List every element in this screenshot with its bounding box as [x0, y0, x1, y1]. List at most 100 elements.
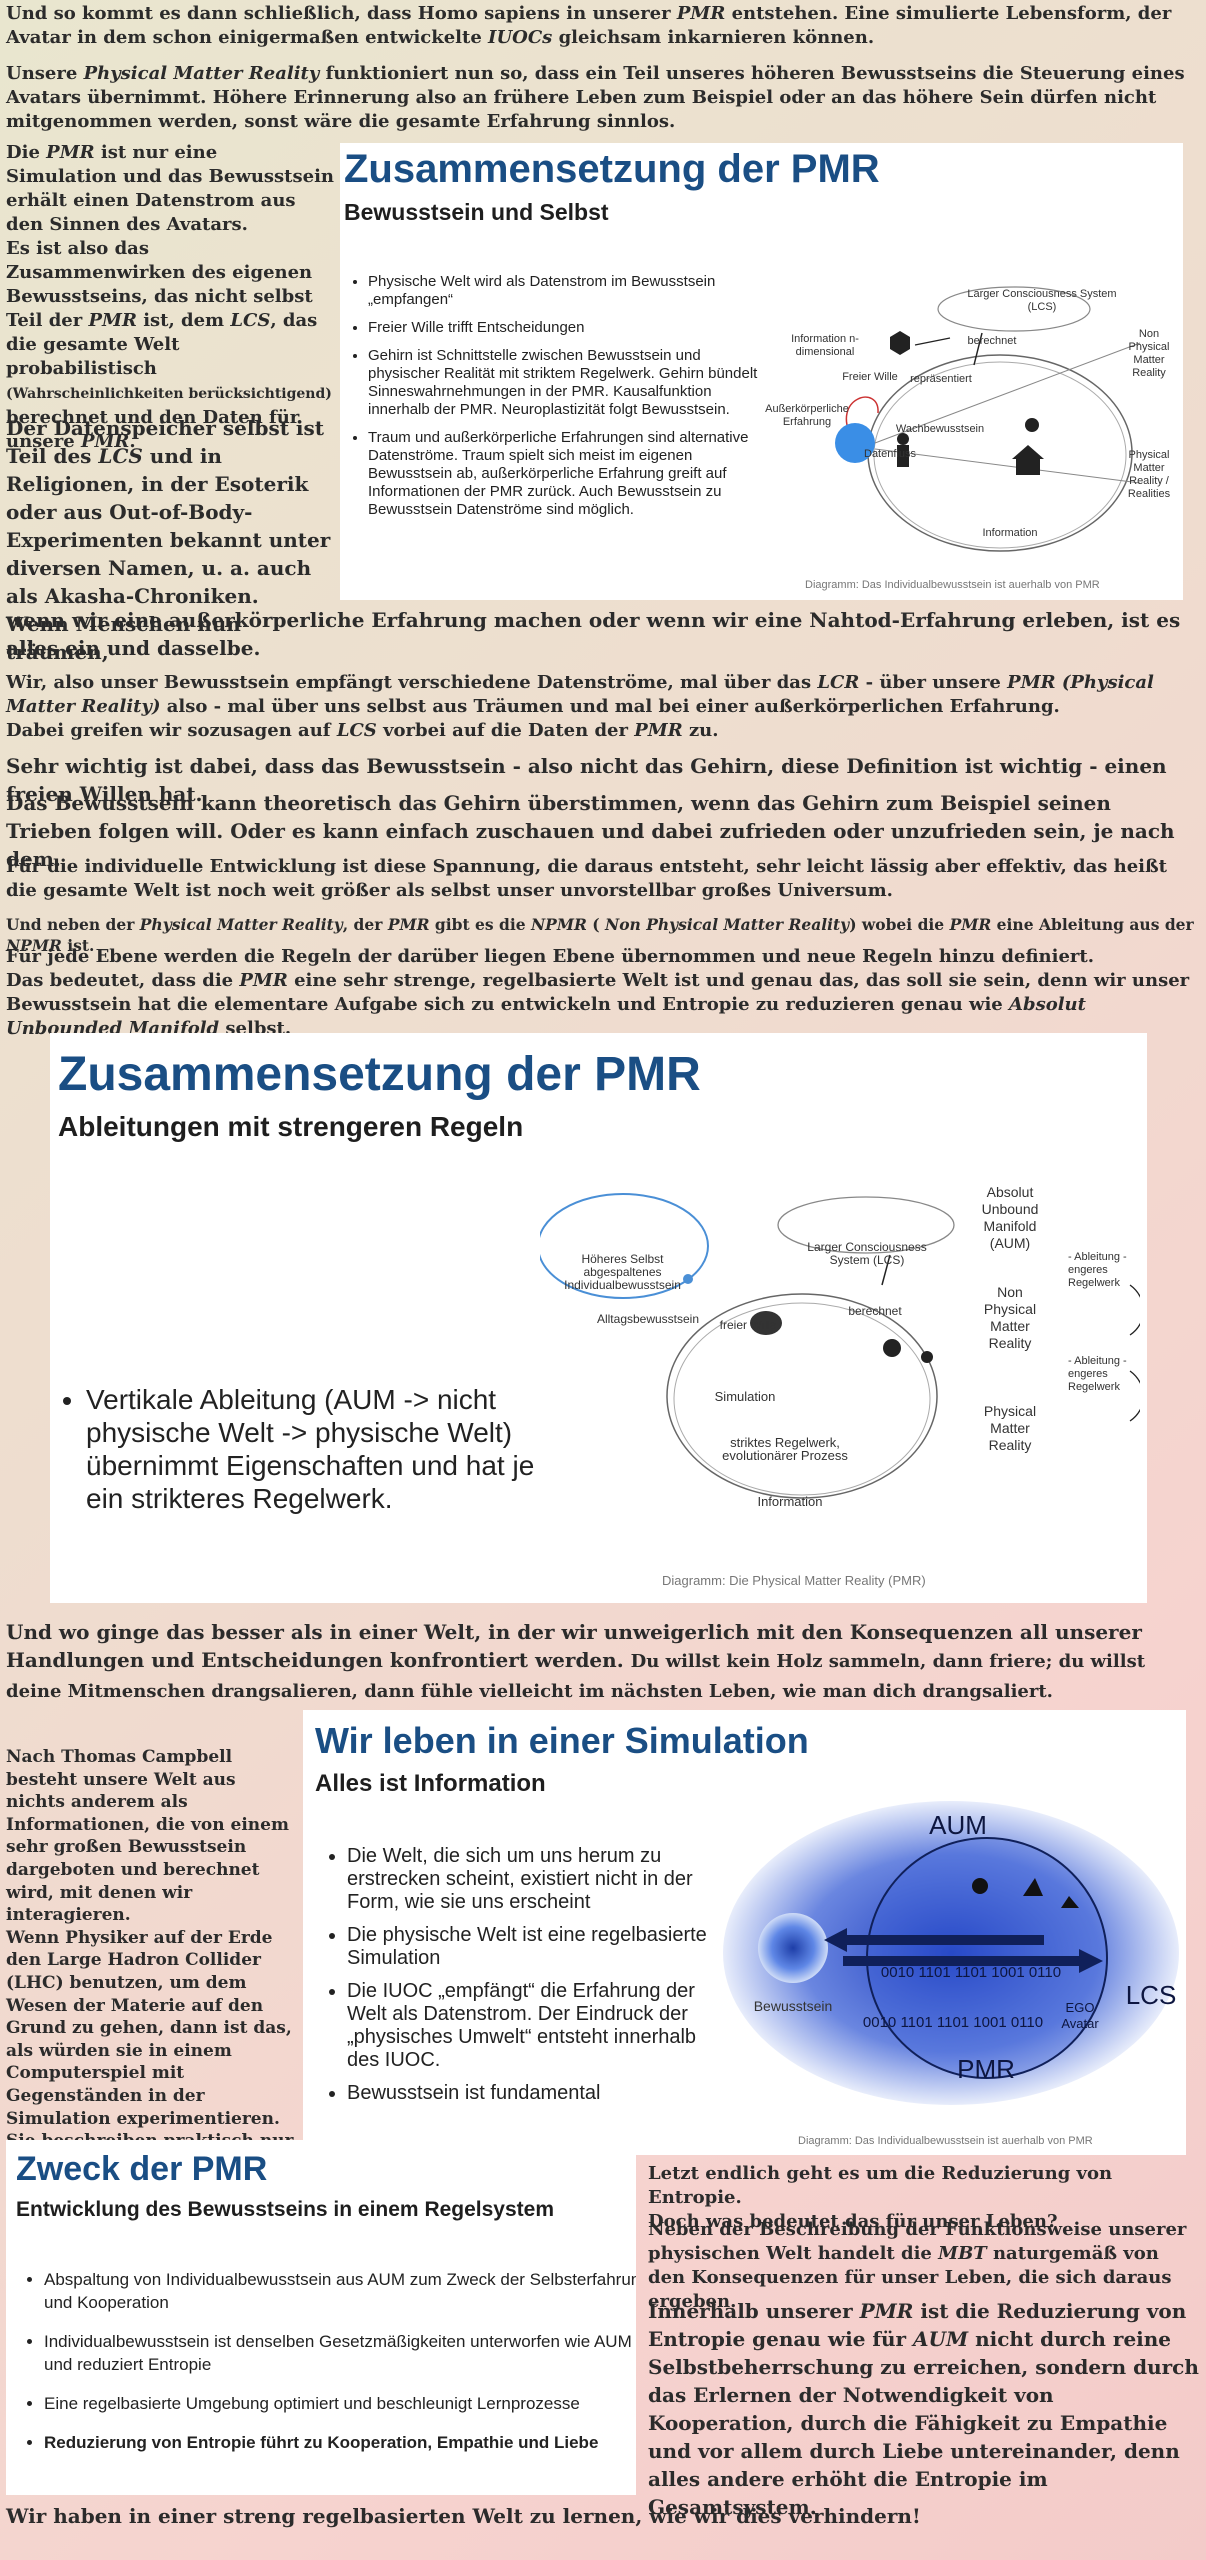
slide-title: Zweck der PMR	[16, 2150, 268, 2188]
lcs-label: Larger Consciousness System (LCS)	[807, 1240, 927, 1267]
paragraph: Wir, also unser Bewusstsein empfängt ver…	[6, 672, 1154, 741]
slide-title: Zusammensetzung der PMR	[58, 1048, 701, 1101]
tree-icon	[1061, 1896, 1079, 1908]
paragraph: Der Datenspeicher selbst ist Teil des LC…	[6, 416, 331, 664]
slide-bullet-list: Die Welt, die sich um uns herum zu erstr…	[329, 1845, 717, 2115]
lcs-label: Larger Consciousness System (LCS)	[967, 288, 1117, 313]
npmr-label: Non Physical Matter Reality	[983, 1284, 1037, 1351]
striktes-regelwerk-label: striktes Regelwerk, evolutionärer Prozes…	[722, 1435, 848, 1463]
slide-bullet: Individualbewusstsein ist denselben Gese…	[44, 2330, 636, 2376]
slide-bullet: Gehirn ist Schnittstelle zwischen Bewuss…	[368, 347, 768, 419]
aum-label: Absolut Unbound Manifold (AUM)	[981, 1184, 1039, 1251]
diagram-caption: Diagramm: Das Individualbewusstsein ist …	[798, 2135, 1093, 2147]
slide-bullet: Bewusstsein ist fundamental	[347, 2082, 717, 2105]
bewusstsein-circle	[835, 423, 875, 463]
pmr-circle-inner	[873, 361, 1127, 549]
sun-icon	[1025, 418, 1039, 432]
paragraph: wenn wir eine außerkörperliche Erfahrung…	[6, 608, 1181, 660]
berechnet-arrow	[881, 1254, 891, 1286]
slide-bullet: Abspaltung von Individualbewusstsein aus…	[44, 2268, 636, 2314]
freier-wille-label: freier Wille	[719, 1318, 777, 1332]
bewusstsein-circle	[758, 1913, 828, 1983]
slide-bullet: Die Welt, die sich um uns herum zu erstr…	[347, 1845, 717, 1914]
simulation-label: Simulation	[714, 1389, 776, 1404]
ableitung-arrow	[1129, 1284, 1140, 1336]
bits-label: 0010 1101 1101 1001 0110	[880, 1964, 1062, 1981]
paragraph: Für die individuelle Entwicklung ist die…	[6, 856, 1167, 901]
hoeheres-selbst-ellipse	[540, 1193, 709, 1299]
repraesentiert-label: repräsentiert	[910, 373, 972, 385]
aum-label: AUM	[929, 1810, 987, 1840]
pmr-label: Physical Matter Reality / Realities	[1127, 449, 1171, 500]
planet-icon	[921, 1351, 933, 1363]
avatar-head-icon	[897, 433, 909, 445]
pmr-label: Physical Matter Reality	[983, 1403, 1037, 1453]
slide-subtitle: Bewusstsein und Selbst	[344, 199, 609, 225]
paragraph: Nach Thomas Campbell besteht unsere Welt…	[6, 1747, 294, 2174]
slide-bullet: Vertikale Ableitung (AUM -> nicht physis…	[86, 1383, 566, 1515]
house-icon	[1012, 445, 1044, 459]
hoeheres-selbst-label: Höheres Selbst abgespaltenes Individualb…	[564, 1252, 681, 1292]
slide-bullet: Freier Wille trifft Entscheidungen	[368, 319, 768, 337]
paragraph: Das Bewusstsein kann theoretisch das Geh…	[6, 791, 1175, 871]
consciousness-diagram	[835, 286, 1141, 552]
aum-ellipse	[723, 1801, 1179, 2105]
berechnet-arrow	[973, 332, 983, 366]
line-arrow	[874, 448, 1141, 484]
pmr-derivation-diagram	[540, 1193, 1140, 1499]
slide-bullet: Physische Welt wird als Datenstrom im Be…	[368, 273, 768, 309]
ausser-label: Außerkörperliche Erfahrung	[765, 403, 849, 428]
pmr-circle-inner	[673, 1302, 931, 1496]
slide-bullet-list: Physische Welt wird als Datenstrom im Be…	[350, 273, 768, 529]
house-body-icon	[1016, 459, 1040, 475]
datenstrom-arrow-bar	[844, 1935, 1044, 1945]
avatar-icon	[897, 445, 909, 467]
lcs-label: LCS	[1125, 1980, 1177, 2010]
slide-title: Zusammensetzung der PMR	[344, 147, 880, 191]
simulation-diagram	[723, 1801, 1179, 2105]
paragraph: Und wo ginge das besser als in einer Wel…	[6, 1620, 1146, 1702]
sun-icon	[972, 1878, 988, 1894]
pmr-circle-outer	[666, 1293, 938, 1499]
line-arrow	[914, 337, 951, 346]
datenstrom-arrow-bar	[843, 1956, 1083, 1966]
slide-bullet: Die physische Welt ist eine regelbasiert…	[347, 1924, 717, 1970]
alltag-label: Alltagsbewusstsein	[596, 1312, 700, 1326]
line-arrow	[874, 342, 1141, 444]
datenfluss-label: Datenfluss	[864, 448, 916, 460]
wach-label: Wachbewusstsein	[895, 423, 985, 435]
paragraph: Und so kommt es dann schließlich, dass H…	[6, 3, 1172, 48]
slide-ableitungen: Zusammensetzung der PMR Ableitungen mit …	[50, 1033, 1147, 1603]
sailboat-icon	[1023, 1878, 1043, 1896]
freier-wille-label: Freier Wille	[842, 371, 898, 383]
paragraph: Letzt endlich geht es um die Reduzierung…	[648, 2163, 1113, 2232]
information-icon	[890, 331, 910, 355]
alltag-dot	[683, 1274, 693, 1284]
slide-bullet-list: Abspaltung von Individualbewusstsein aus…	[26, 2268, 636, 2464]
paragraph: Neben der Beschreibung der Funktionsweis…	[648, 2219, 1187, 2312]
paragraph: Sehr wichtig ist dabei, dass das Bewusst…	[6, 754, 1167, 806]
berechnet-label: berechnet	[967, 335, 1017, 347]
slide-bullet: Eine regelbasierte Umgebung optimiert un…	[44, 2392, 636, 2415]
slide-subtitle: Entwicklung des Bewusstseins in einem Re…	[16, 2198, 555, 2221]
bits-label: 0010 1101 1101 1001 0110	[862, 2014, 1044, 2031]
bewusstsein-label: Bewusstsein	[753, 1998, 833, 2014]
npmr-label: Non Physical Matter Reality	[1128, 328, 1170, 379]
slide-bullet: Traum und außerkörperliche Erfahrungen s…	[368, 429, 768, 519]
lcs-ellipse	[937, 286, 1091, 332]
slide-bullet: Reduzierung von Entropie führt zu Kooper…	[44, 2431, 636, 2454]
ableitung-label: - Ableitung - engeres Regelwerk	[1068, 1251, 1127, 1289]
brain-icon	[750, 1311, 782, 1335]
information-label: Information	[757, 1494, 823, 1509]
ego-avatar-label: EGO Avatar	[1061, 2000, 1099, 2031]
sun-icon	[883, 1339, 901, 1357]
paragraph: Unsere Physical Matter Reality funktioni…	[6, 63, 1185, 132]
information-label-bottom: Information	[982, 527, 1038, 539]
slide-zweck: Zweck der PMR Entwicklung des Bewusstsei…	[6, 2140, 636, 2495]
closing-sentence: Wir haben in einer streng regelbasierten…	[6, 2504, 921, 2528]
paragraph: Für jede Ebene werden die Regeln der dar…	[6, 946, 1190, 1039]
diagram-caption: Diagramm: Die Physical Matter Reality (P…	[662, 1573, 926, 1588]
datenstrom-arrowhead	[1079, 1949, 1103, 1973]
slide-bullet: Die IUOC „empfängt“ die Erfahrung der We…	[347, 1980, 717, 2072]
